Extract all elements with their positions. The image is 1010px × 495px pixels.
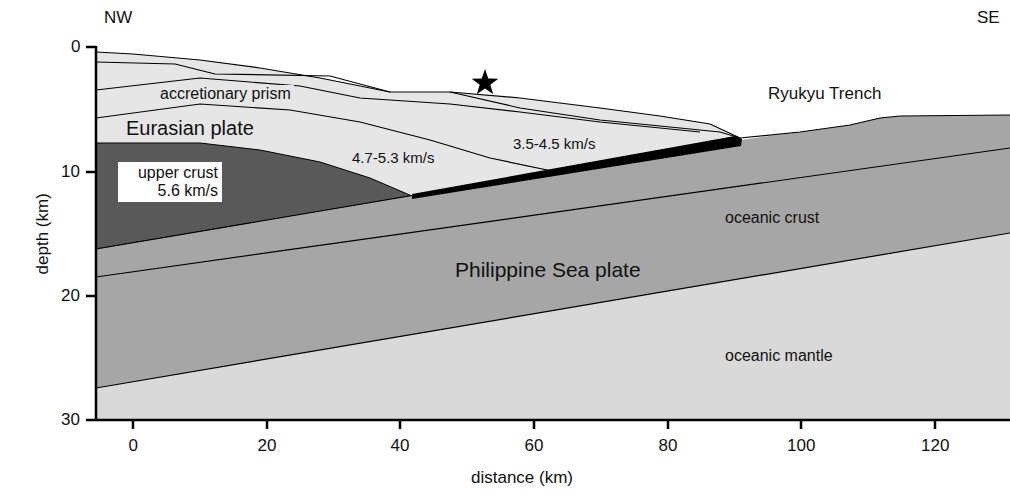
region-label: oceanic crust xyxy=(725,209,819,227)
axis-tick-label: 0 xyxy=(71,37,80,57)
axis-tick-label: 20 xyxy=(258,436,277,456)
axis-title: depth (km) xyxy=(33,193,53,274)
epicenter-star xyxy=(472,69,499,94)
region-label: Ryukyu Trench xyxy=(768,84,881,104)
plate-label: Eurasian plate xyxy=(123,117,257,140)
axis-tick-label: 30 xyxy=(61,410,80,430)
axis-tick-label: 100 xyxy=(787,436,815,456)
axis-tick-label: 10 xyxy=(61,162,80,182)
region-label: oceanic mantle xyxy=(725,347,833,365)
axis-title: distance (km) xyxy=(471,468,573,488)
oceanic-mantle xyxy=(96,233,1010,420)
axis-tick-label: 60 xyxy=(525,436,544,456)
oceanic-crust xyxy=(96,115,1010,420)
axis-tick-label: 40 xyxy=(391,436,410,456)
compass-label: SE xyxy=(977,8,1000,28)
axes xyxy=(86,46,1010,429)
layer-lines xyxy=(96,52,1010,388)
axis-tick-label: 80 xyxy=(659,436,678,456)
region-label: accretionary prism xyxy=(157,85,294,103)
velocity-label: upper crust 5.6 km/s xyxy=(118,162,222,203)
axis-tick-label: 20 xyxy=(61,286,80,306)
compass-label: NW xyxy=(104,8,132,28)
velocity-label: 3.5-4.5 km/s xyxy=(513,135,596,152)
axis-tick-label: 0 xyxy=(129,436,138,456)
plate-label: Philippine Sea plate xyxy=(455,258,641,282)
velocity-label: 4.7-5.3 km/s xyxy=(352,149,435,166)
axis-tick-label: 120 xyxy=(921,436,949,456)
